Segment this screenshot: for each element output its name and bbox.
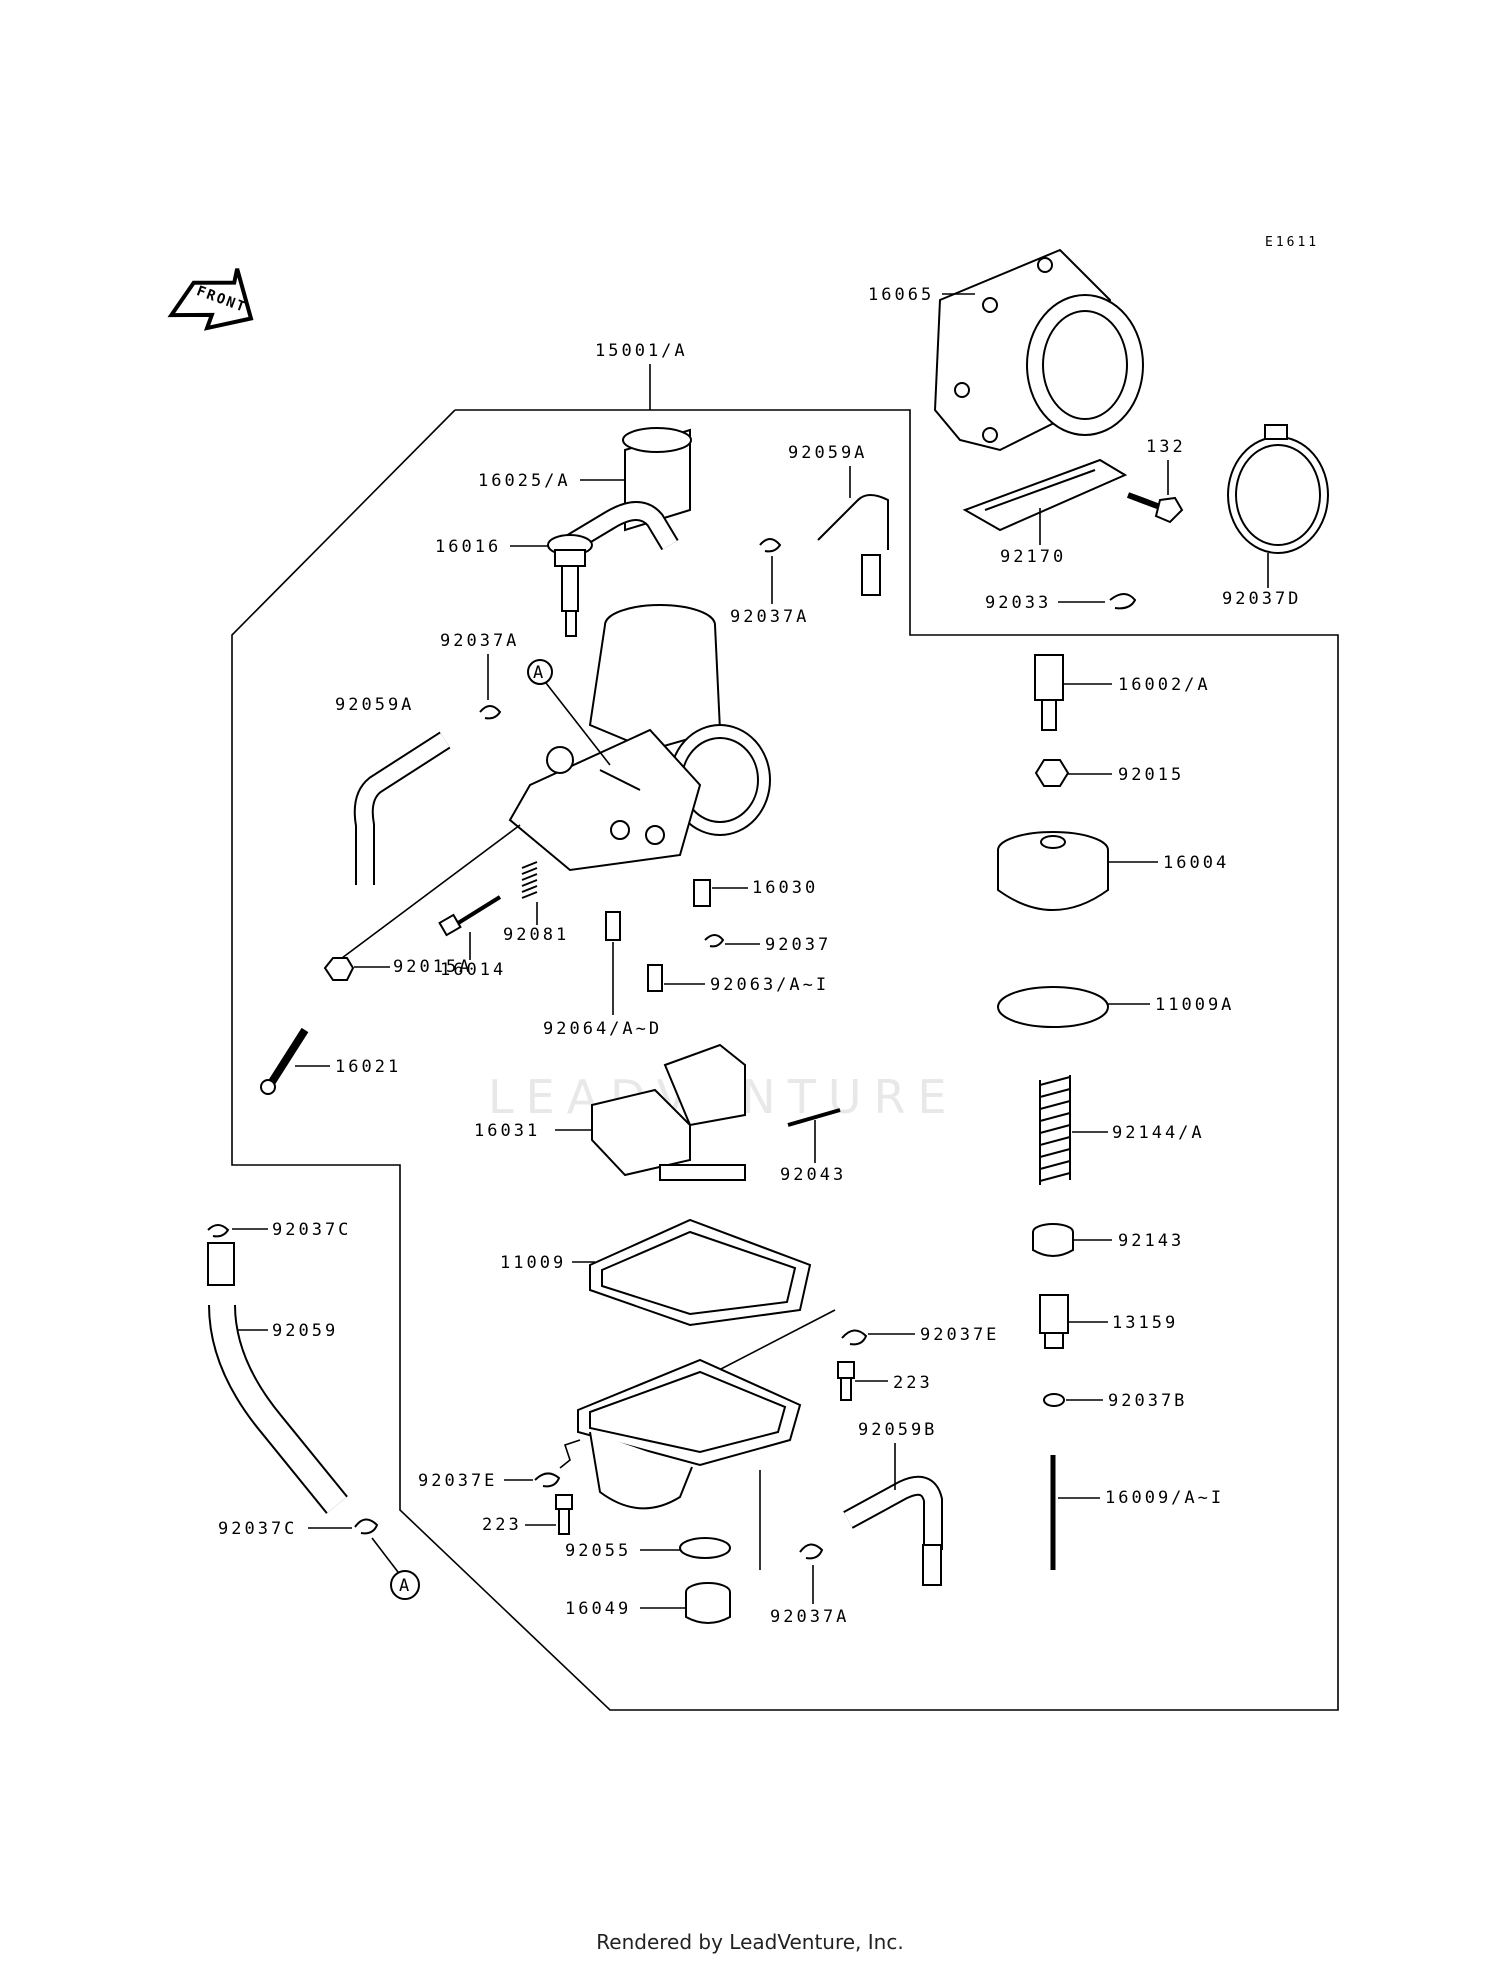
float-bowl xyxy=(577,1358,802,1510)
tube-92059A-top-end xyxy=(861,554,881,596)
part-label-16016: 16016 xyxy=(435,537,501,557)
o-ring-92037B xyxy=(1043,1393,1065,1407)
part-label-16009: 16009/A~I xyxy=(1105,1488,1224,1508)
part-label-223-left: 223 xyxy=(482,1515,522,1535)
spring-92081 xyxy=(521,861,538,899)
o-ring-92055 xyxy=(679,1537,731,1559)
part-label-92037A-bottom: 92037A xyxy=(770,1607,849,1627)
clip-92037E-left xyxy=(534,1472,561,1488)
tube-92059B-end xyxy=(922,1544,942,1586)
part-label-92037E-left: 92037E xyxy=(418,1471,497,1491)
plate-92170 xyxy=(962,458,1128,532)
callout-marker-a-bottom-label: A xyxy=(399,1576,409,1596)
part-label-16002: 16002/A xyxy=(1118,675,1211,695)
tube-92059-end xyxy=(207,1242,235,1286)
callout-marker-a-bottom xyxy=(390,1570,420,1600)
nut-92015A xyxy=(323,957,355,981)
part-label-92170: 92170 xyxy=(1000,547,1066,567)
front-arrow-icon: FRONT xyxy=(167,268,254,331)
clip-92037 xyxy=(704,934,725,948)
adjuster-16016 xyxy=(547,534,593,637)
part-label-16030: 16030 xyxy=(752,878,818,898)
jet-92063 xyxy=(647,964,663,992)
screw-16014 xyxy=(438,895,502,937)
clip-92037A-left xyxy=(479,705,502,720)
part-label-92063: 92063/A~I xyxy=(710,975,829,995)
callout-marker-a-top xyxy=(527,659,553,685)
jet-16030 xyxy=(693,879,711,907)
screw-223-left xyxy=(555,1494,573,1535)
pin-92043 xyxy=(787,1108,841,1127)
plug-92143 xyxy=(1032,1223,1074,1257)
nut-92015 xyxy=(1034,759,1070,787)
screw-16021 xyxy=(260,1027,309,1095)
part-label-92037C-bottom: 92037C xyxy=(218,1519,297,1539)
part-label-16025: 16025/A xyxy=(478,471,571,491)
part-label-92015: 92015 xyxy=(1118,765,1184,785)
float-16031 xyxy=(591,1043,746,1181)
part-label-92059: 92059 xyxy=(272,1321,338,1341)
part-label-92055: 92055 xyxy=(565,1541,631,1561)
part-label-92037D: 92037D xyxy=(1222,589,1301,609)
spring-92144 xyxy=(1039,1075,1071,1185)
part-label-13159: 13159 xyxy=(1112,1313,1178,1333)
part-label-92037: 92037 xyxy=(765,935,831,955)
gasket-11009 xyxy=(589,1218,812,1327)
part-label-16004: 16004 xyxy=(1163,853,1229,873)
part-label-11009: 11009 xyxy=(500,1253,566,1273)
part-label-92081: 92081 xyxy=(503,925,569,945)
screw-16002 xyxy=(1034,654,1064,731)
part-label-92043: 92043 xyxy=(780,1165,846,1185)
jet-92064 xyxy=(605,911,621,941)
clip-92037E-right xyxy=(841,1329,868,1346)
part-label-92037E-right: 92037E xyxy=(920,1325,999,1345)
part-label-92037B: 92037B xyxy=(1108,1391,1187,1411)
part-label-92059A-top: 92059A xyxy=(788,443,867,463)
part-label-132: 132 xyxy=(1146,437,1186,457)
bolt-132 xyxy=(1126,492,1184,524)
o-ring-11009A xyxy=(997,986,1109,1028)
part-label-16049: 16049 xyxy=(565,1599,631,1619)
part-label-92037A-top: 92037A xyxy=(730,607,809,627)
part-label-92143: 92143 xyxy=(1118,1231,1184,1251)
part-label-15001: 15001/A xyxy=(595,341,688,361)
clip-92037C-top xyxy=(207,1224,230,1238)
part-label-92015A: 92015A xyxy=(393,957,472,977)
part-label-92144: 92144/A xyxy=(1112,1123,1205,1143)
clamp-92037D xyxy=(1227,424,1329,554)
screw-223-right xyxy=(837,1361,855,1401)
footer-credit: Rendered by LeadVenture, Inc. xyxy=(596,1930,904,1954)
part-label-11009A: 11009A xyxy=(1155,995,1234,1015)
part-label-92037A-left: 92037A xyxy=(440,631,519,651)
carburetor-body xyxy=(508,604,771,872)
part-label-223-right: 223 xyxy=(893,1373,933,1393)
part-label-92033: 92033 xyxy=(985,593,1051,613)
part-label-16021: 16021 xyxy=(335,1057,401,1077)
clip-92037A-bottom xyxy=(799,1543,824,1560)
plug-16049 xyxy=(685,1582,731,1624)
intake-manifold-16065 xyxy=(933,248,1144,452)
diagram-code: E1611 xyxy=(1265,235,1319,250)
part-label-92037C-top: 92037C xyxy=(272,1220,351,1240)
valve-13159 xyxy=(1039,1294,1069,1349)
clip-92033 xyxy=(1109,593,1137,610)
callout-marker-a-top-label: A xyxy=(533,663,543,683)
part-label-92064: 92064/A~D xyxy=(543,1019,662,1039)
part-label-16065: 16065 xyxy=(868,285,934,305)
clip-92037C-bottom xyxy=(354,1518,379,1535)
clip-92037A-top xyxy=(759,538,782,553)
part-label-92059B: 92059B xyxy=(858,1420,937,1440)
cap-16004 xyxy=(997,831,1109,911)
part-label-92059A-left: 92059A xyxy=(335,695,414,715)
assembly-outline xyxy=(231,409,1339,1711)
part-label-16014: 16014 xyxy=(440,960,506,980)
part-label-16031: 16031 xyxy=(474,1121,540,1141)
